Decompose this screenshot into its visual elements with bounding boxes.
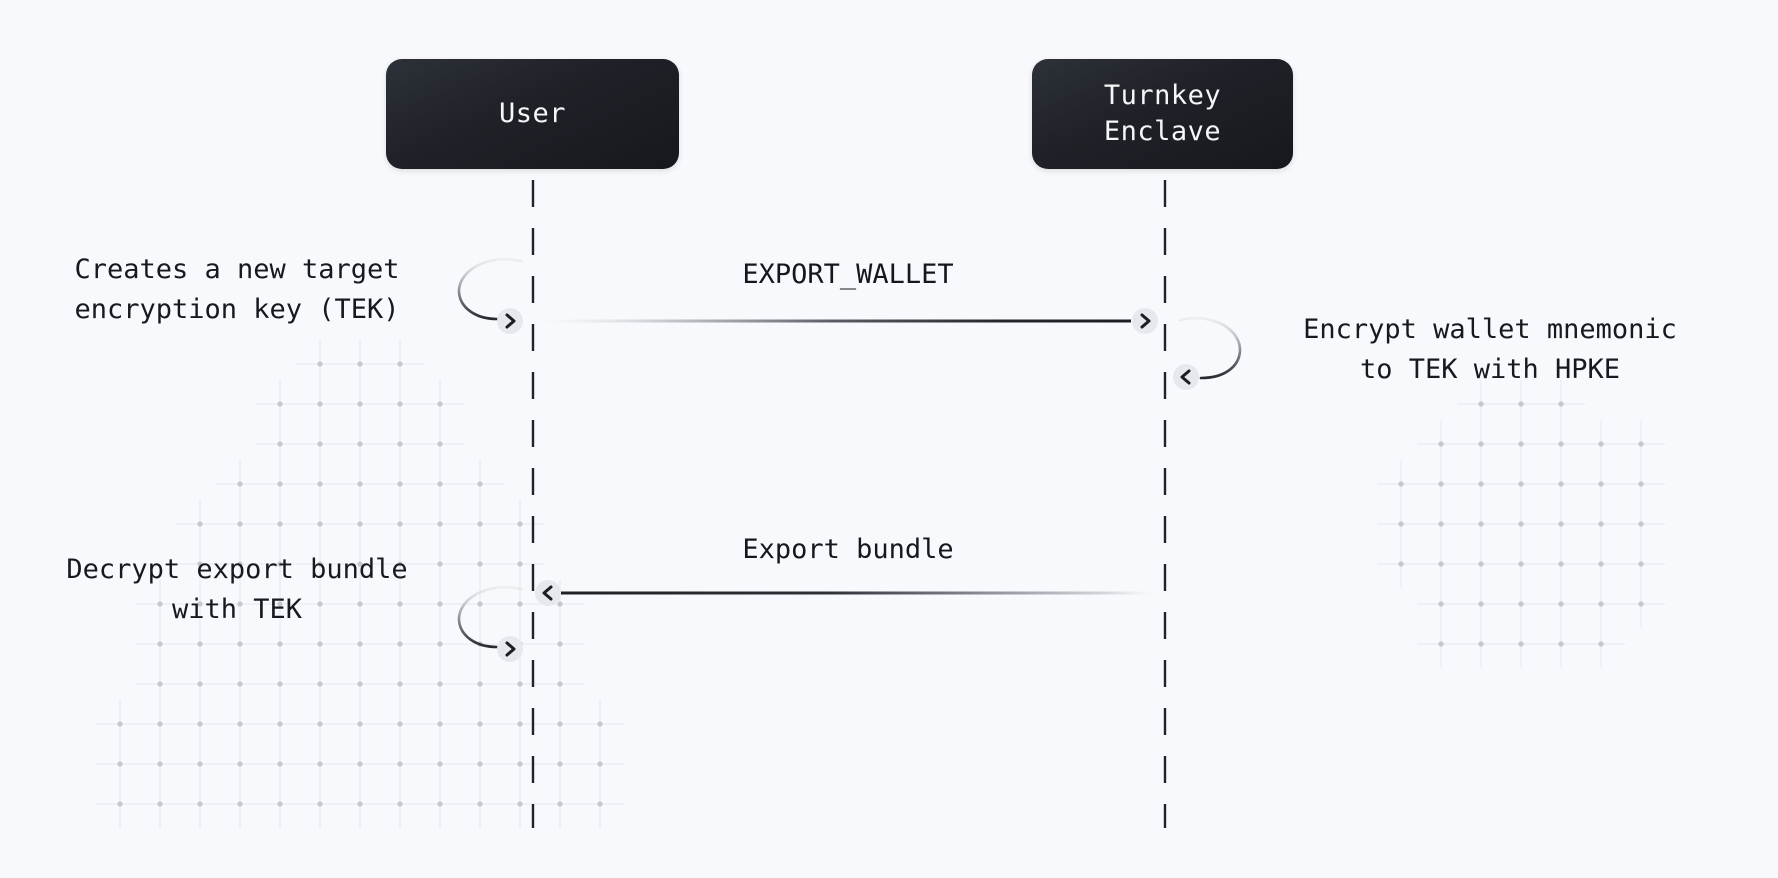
message-label-export-wallet: EXPORT_WALLET — [742, 259, 954, 290]
chevron-right-icon — [505, 641, 516, 657]
note-encrypt-mnemonic: Encrypt wallet mnemonic to TEK with HPKE — [1303, 314, 1677, 385]
user-self-loop-decrypt — [457, 585, 523, 649]
chevron-right-icon — [1140, 313, 1151, 329]
left-dot-grid-decoration — [96, 340, 624, 828]
endpoint-export-bundle — [535, 580, 561, 606]
note-decrypt-bundle: Decrypt export bundle with TEK — [66, 554, 408, 625]
right-dot-grid-decoration — [1377, 380, 1665, 668]
chevron-left-icon — [1180, 369, 1191, 385]
endpoint-export-wallet — [1132, 308, 1158, 334]
chevron-right-icon — [505, 313, 516, 329]
note-create-tek: Creates a new target encryption key (TEK… — [74, 254, 400, 325]
endpoint-encrypt — [1173, 364, 1199, 390]
actor-box-turnkey-enclave: Turnkey Enclave — [1032, 59, 1293, 169]
endpoint-decrypt — [497, 636, 523, 662]
chevron-left-icon — [542, 585, 553, 601]
enclave-self-loop-encrypt — [1178, 316, 1242, 380]
endpoint-create-tek — [497, 308, 523, 334]
user-self-loop-create-tek — [457, 257, 523, 321]
message-label-export-bundle: Export bundle — [742, 534, 954, 565]
actor-label: Turnkey Enclave — [1103, 80, 1222, 147]
actor-label: User — [498, 98, 567, 129]
actor-box-user: User — [386, 59, 679, 169]
